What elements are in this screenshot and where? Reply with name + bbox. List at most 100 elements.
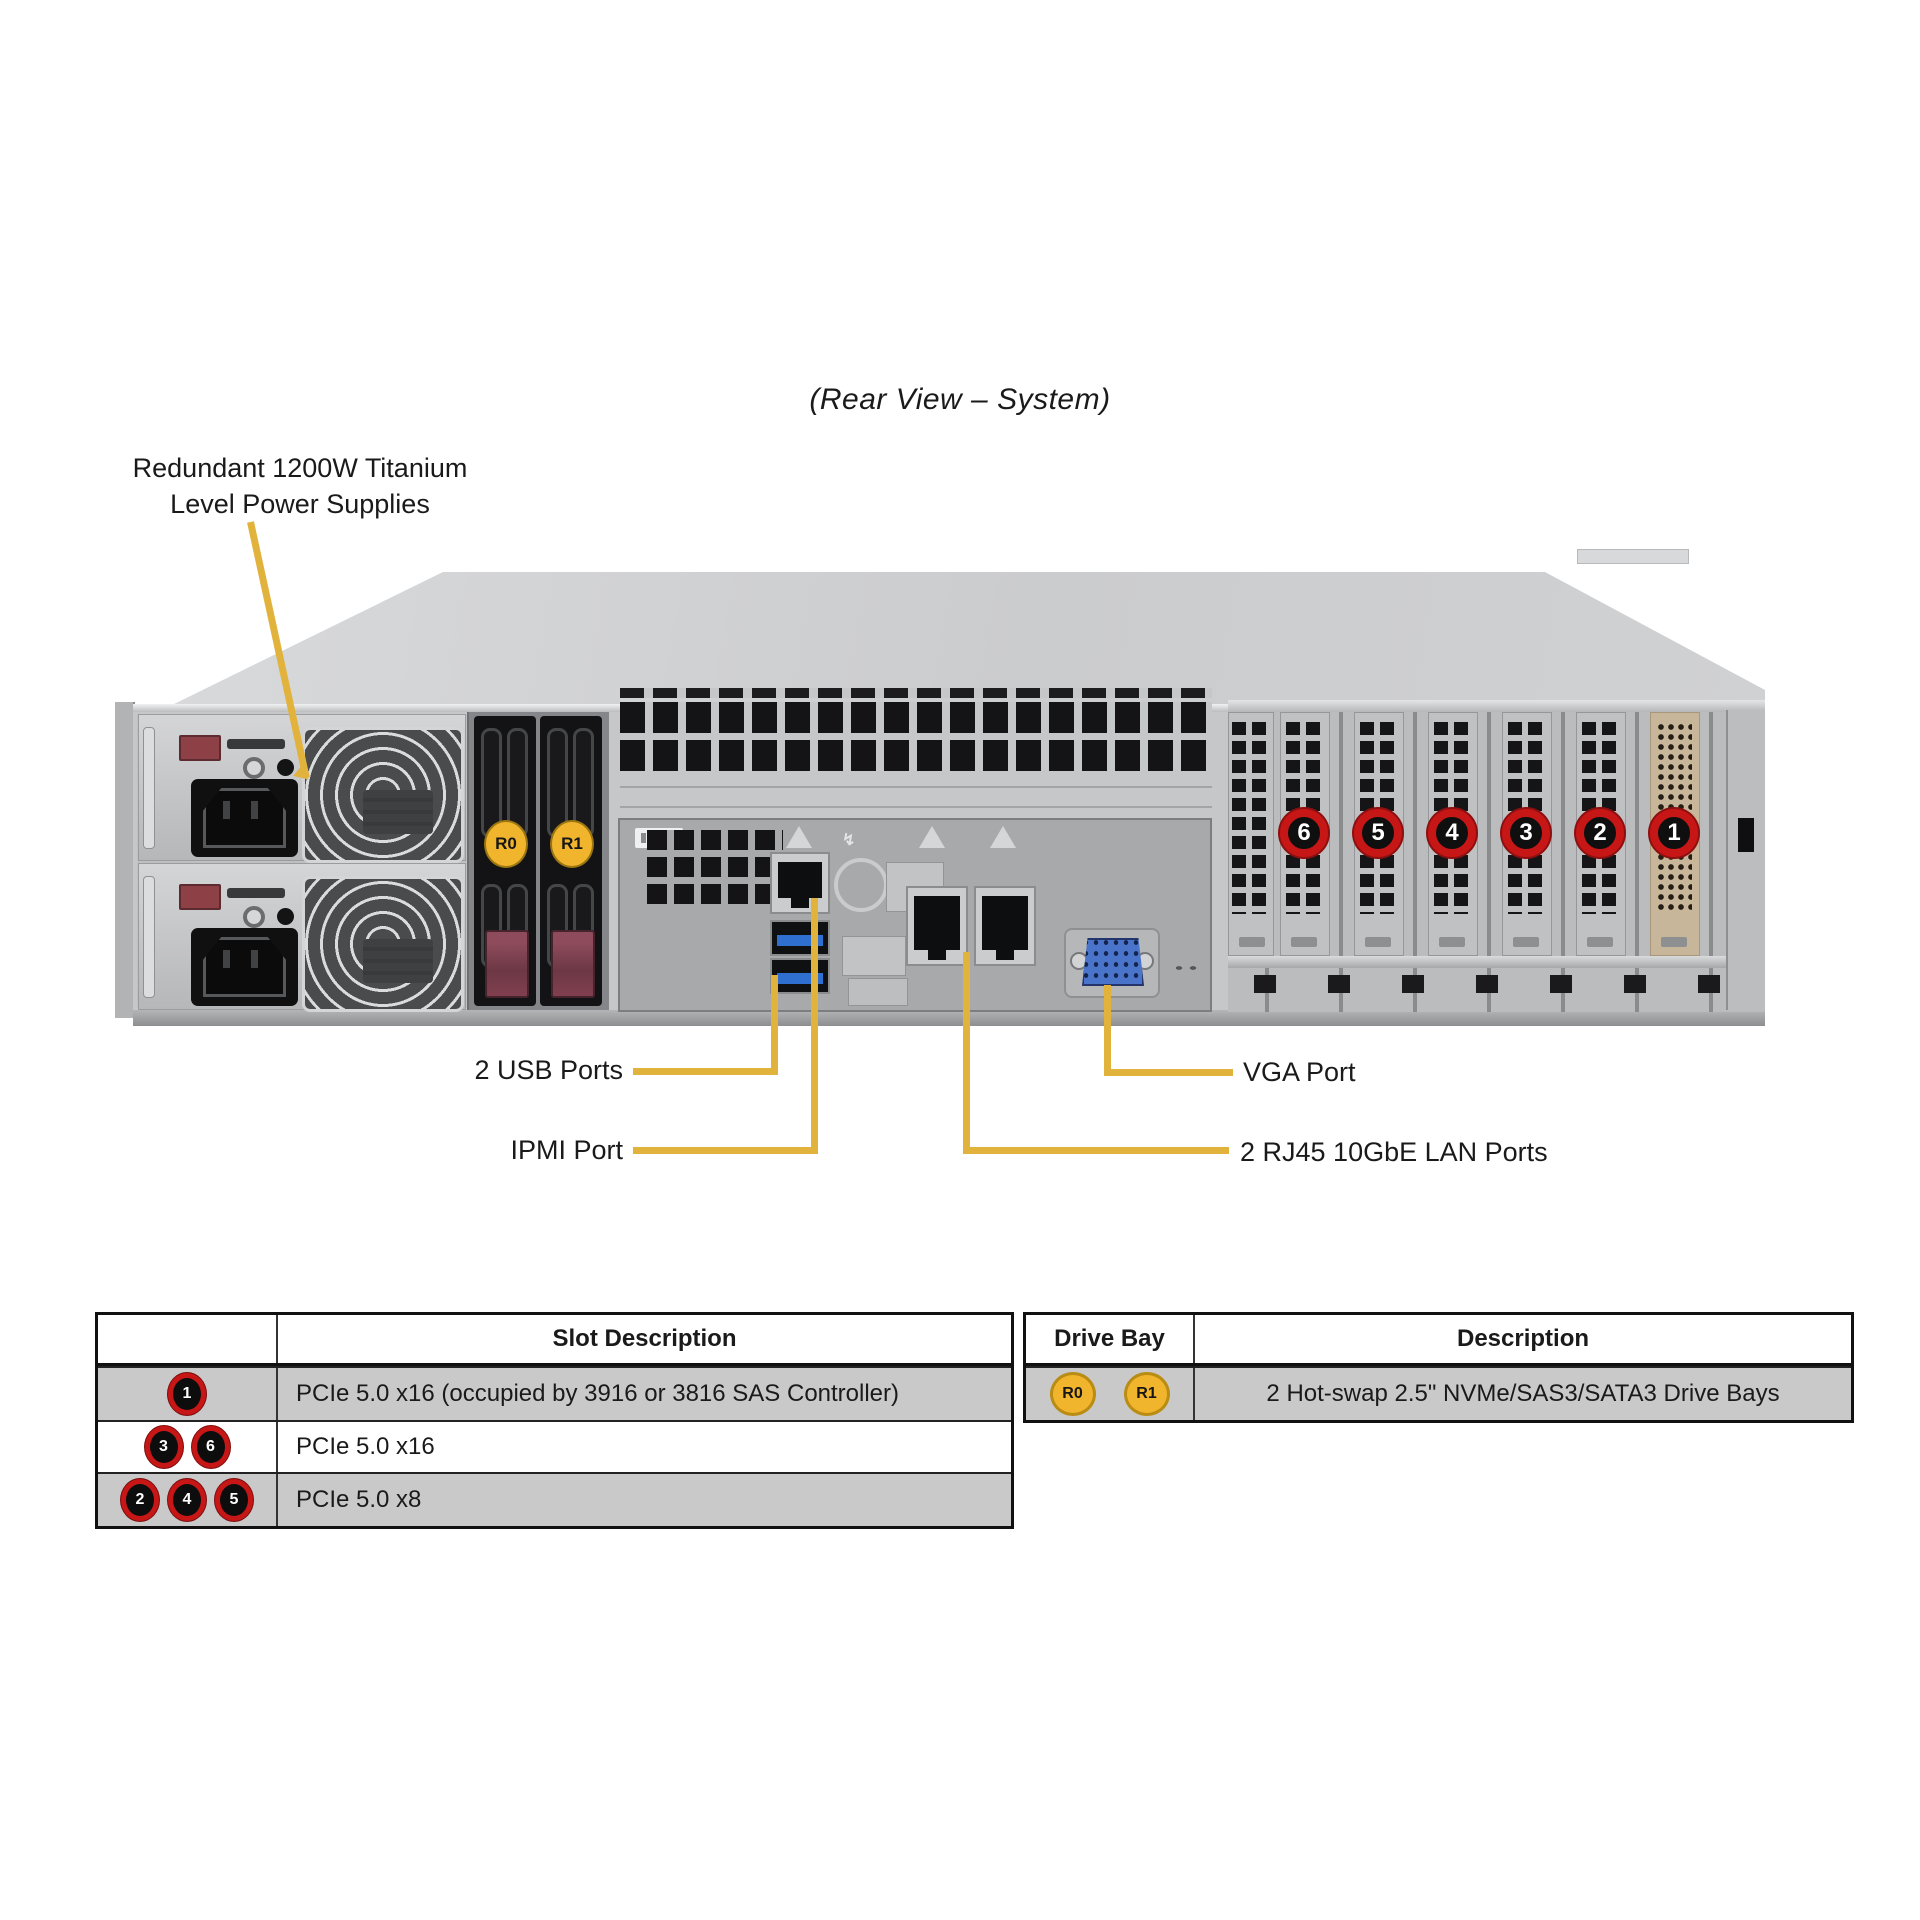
table-header-row: Drive Bay Description [1026, 1315, 1851, 1366]
drive-bay-header: Drive Bay [1026, 1315, 1195, 1363]
ac-inlet-c14 [191, 928, 298, 1006]
psu-callout-label: Redundant 1200W Titanium Level Power Sup… [85, 450, 515, 522]
drive-bay-badge-r1: R1 [550, 820, 594, 868]
slot-badge: 1 [168, 1373, 206, 1415]
pcie-top-groove [1228, 700, 1765, 712]
header-badge-cell [98, 1315, 278, 1363]
psu-block [137, 714, 469, 1012]
pcie-bottom-groove [1228, 956, 1765, 968]
pcie-bracket-blank [1228, 712, 1274, 956]
vga-callout-line-v [1104, 985, 1111, 1076]
usb-callout-label: 2 USB Ports [474, 1055, 623, 1085]
psu-module-bottom [138, 863, 466, 1012]
badge-cell: R0 R1 [1026, 1368, 1195, 1420]
psu-fan-grille [302, 876, 464, 1012]
slot-description-cell: PCIe 5.0 x8 [296, 1486, 422, 1513]
lan-port-2 [974, 886, 1036, 966]
drive-bay-block: R0 R1 [467, 712, 609, 1010]
table-row: 1 PCIe 5.0 x16 (occupied by 3916 or 3816… [98, 1366, 1011, 1420]
drive-tray-r1: R1 [540, 716, 602, 1006]
chassis-bottom-lip [133, 1010, 1765, 1026]
usb-port-2 [770, 958, 830, 994]
io-panel: ↯ [618, 818, 1212, 1012]
usb-port-1 [770, 920, 830, 956]
badge-cell: 1 [98, 1368, 278, 1420]
lan-callout-label: 2 RJ45 10GbE LAN Ports [1240, 1137, 1548, 1167]
ipmi-callout-label: IPMI Port [510, 1135, 623, 1165]
vga-callout-line-h [1104, 1069, 1233, 1076]
slot-description-cell: PCIe 5.0 x16 [296, 1433, 435, 1460]
io-screw-dots [1172, 964, 1198, 972]
slot-description-header: Slot Description [552, 1325, 737, 1352]
psu-module-top [138, 714, 466, 863]
vent-grille [620, 702, 1212, 776]
drive-description-cell: 2 Hot-swap 2.5" NVMe/SAS3/SATA3 Drive Ba… [1266, 1380, 1780, 1407]
lan-callout-line-h [963, 1147, 1229, 1154]
security-notch [1738, 818, 1754, 852]
page-title: (Rear View – System) [809, 383, 1111, 416]
table-row: 2 4 5 PCIe 5.0 x8 [98, 1472, 1011, 1526]
psu-callout-line1: Redundant 1200W Titanium [132, 453, 468, 483]
slot-description-table: Slot Description 1 PCIe 5.0 x16 (occupie… [95, 1312, 1014, 1529]
slot-number-badge-4: 4 [1428, 809, 1476, 857]
drive-bay-badge: R0 [1049, 1372, 1096, 1416]
psu-button [277, 908, 294, 925]
ipmi-callout-line-h [633, 1147, 818, 1154]
drive-bay-table: Drive Bay Description R0 R1 2 Hot-swap 2… [1023, 1312, 1854, 1423]
drive-tray-latch [551, 930, 595, 998]
vga-port [1082, 938, 1144, 986]
panel-groove [620, 780, 1212, 818]
psu-vent-slot [227, 888, 285, 898]
lan-port-1 [906, 886, 968, 966]
slot-number-badge-6: 6 [1280, 809, 1328, 857]
lightning-icon: ↯ [842, 832, 856, 849]
round-cutout [834, 858, 888, 912]
table-row: R0 R1 2 Hot-swap 2.5" NVMe/SAS3/SATA3 Dr… [1026, 1366, 1851, 1420]
badge-cell: 2 4 5 [98, 1474, 278, 1526]
blank-plate [842, 936, 906, 976]
ipmi-port [770, 852, 830, 914]
bracket-vents [1232, 722, 1268, 914]
psu-fan-grille [302, 727, 464, 863]
blank-plate [848, 978, 908, 1006]
pcie-slot-area: 6 5 4 3 2 1 [1228, 700, 1765, 1012]
slot-badge: 2 [121, 1479, 159, 1521]
table-row: 3 6 PCIe 5.0 x16 [98, 1420, 1011, 1472]
psu-status-led [243, 757, 265, 779]
warning-triangle-icon [919, 826, 945, 848]
drive-tray-latch [485, 930, 529, 998]
slot-badge: 6 [191, 1426, 230, 1468]
slot-number-badge-5: 5 [1354, 809, 1402, 857]
psu-release-latch [179, 884, 221, 910]
ipmi-callout-line-v [811, 898, 818, 1154]
slot-badge: 4 [168, 1479, 206, 1521]
chassis-left-ear [115, 702, 135, 1018]
drive-bay-badge-r0: R0 [484, 820, 528, 868]
description-header: Description [1456, 1325, 1590, 1352]
vga-callout-label: VGA Port [1243, 1057, 1356, 1087]
chassis-top-tab [1577, 549, 1689, 564]
slot-number-badge-3: 3 [1502, 809, 1550, 857]
psu-vent-slot [227, 739, 285, 749]
io-vent-holes [647, 830, 783, 908]
usb-callout-line-v [771, 975, 778, 1075]
psu-handle [143, 876, 155, 998]
slot-number-badge-2: 2 [1576, 809, 1624, 857]
usb-callout-line-h [633, 1068, 778, 1075]
badge-cell: 3 6 [98, 1422, 278, 1472]
vent-slit-row [620, 688, 1212, 698]
ac-inlet-c14 [191, 779, 298, 857]
slot-badge: 3 [144, 1426, 183, 1468]
drive-bay-badge: R1 [1123, 1372, 1170, 1416]
drive-tray-r0: R0 [474, 716, 536, 1006]
psu-handle [143, 727, 155, 849]
warning-triangle-icon [786, 826, 812, 848]
psu-callout-line2: Level Power Supplies [170, 489, 430, 519]
psu-status-led [243, 906, 265, 928]
slot-badge: 5 [215, 1479, 253, 1521]
pcie-bottom-cutouts [1254, 975, 1724, 993]
lan-callout-line-v [963, 952, 970, 1154]
psu-button [277, 759, 294, 776]
warning-triangle-icon [990, 826, 1016, 848]
